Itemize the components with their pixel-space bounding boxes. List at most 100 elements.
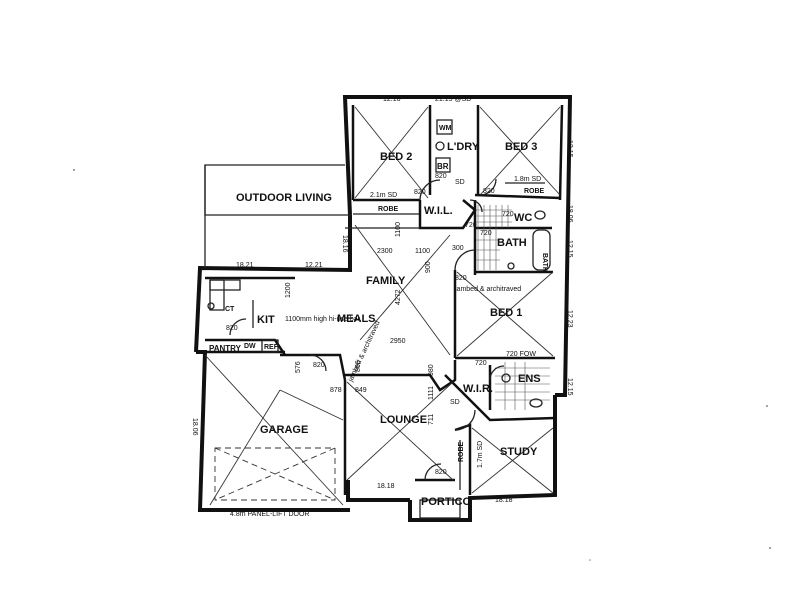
dim-576: 576 bbox=[295, 361, 302, 373]
label-garage-door: 4.8m PANEL-LIFT DOOR bbox=[230, 511, 309, 518]
dim-820-f: 820 bbox=[455, 275, 467, 282]
portico-step bbox=[419, 499, 461, 519]
cross-study-b bbox=[471, 427, 554, 494]
door-bed2 bbox=[419, 179, 441, 201]
label-jamb-note: jambed & architraved bbox=[454, 286, 521, 293]
wall-bed3-south bbox=[474, 193, 561, 200]
dim-820-c: 820 bbox=[435, 173, 447, 180]
ens-wc bbox=[501, 373, 511, 383]
dim-849: 849 bbox=[355, 387, 367, 394]
dim-711: 711 bbox=[428, 414, 435, 425]
door-swings bbox=[229, 178, 505, 481]
ens-basin bbox=[529, 398, 543, 408]
cross-garage-a bbox=[204, 354, 344, 506]
wall-lounge-south bbox=[346, 480, 410, 502]
label-bath-fixture: BATH bbox=[541, 253, 548, 272]
dim-820-a: 820 bbox=[414, 189, 426, 196]
label-family: FAMILY bbox=[366, 275, 406, 287]
sink bbox=[209, 279, 225, 311]
dim-980: 980 bbox=[428, 364, 435, 376]
dim-1215-right3: 12.15 bbox=[566, 378, 573, 396]
dim-1816-bottom2: 18.18 bbox=[495, 497, 513, 504]
wc-pan bbox=[534, 210, 546, 220]
wall-wil bbox=[418, 199, 477, 230]
dim-720-a: 720 bbox=[465, 222, 477, 229]
wall-study-south bbox=[408, 395, 557, 522]
wall-bed3-east bbox=[558, 104, 564, 201]
label-wil: W.I.L. bbox=[424, 205, 453, 217]
dim-1215-right1: 12.15 bbox=[566, 140, 573, 158]
label-robe-bed2: ROBE bbox=[378, 206, 399, 213]
door-garage bbox=[309, 354, 327, 372]
label-outdoor-living: OUTDOOR LIVING bbox=[236, 192, 332, 204]
label-lounge: LOUNGE bbox=[380, 414, 427, 426]
label-ldry: L'DRY bbox=[447, 141, 480, 153]
wall-garage bbox=[196, 350, 350, 512]
dim-1100b: 1100 bbox=[415, 248, 430, 255]
washing-machine bbox=[436, 119, 453, 135]
outdoor-living-outline bbox=[204, 164, 350, 216]
dim-300: 300 bbox=[452, 245, 464, 252]
fridge-space bbox=[261, 339, 279, 353]
fixtures bbox=[207, 119, 551, 519]
dim-1200: 1200 bbox=[285, 282, 292, 298]
door-study bbox=[454, 409, 476, 431]
wall-lounge-north bbox=[345, 360, 457, 392]
dim-720-c: 720 bbox=[480, 230, 492, 237]
label-bath: BATH bbox=[497, 237, 527, 249]
dim-720-b: 720 bbox=[502, 211, 514, 218]
cross-garage-c bbox=[279, 389, 344, 421]
dim-900: 900 bbox=[425, 261, 432, 273]
dim-720-d: 720 bbox=[475, 360, 487, 367]
scan-specks bbox=[73, 169, 771, 561]
label-kit: KIT bbox=[257, 314, 275, 326]
label-study: STUDY bbox=[500, 446, 538, 458]
cross-garage-b bbox=[209, 389, 281, 506]
dim-1216-top: 12.16 bbox=[383, 96, 401, 103]
dim-1100: 1100 bbox=[395, 222, 402, 237]
dim-866: 866 bbox=[355, 360, 362, 372]
door-entry bbox=[424, 463, 442, 481]
dim-1111: 1111 bbox=[428, 386, 435, 400]
dim-4272: 4272 bbox=[395, 289, 402, 305]
label-bed1: BED 1 bbox=[490, 307, 522, 319]
dim-820-g: 820 bbox=[435, 469, 447, 476]
door-wil bbox=[469, 199, 483, 213]
bath-basin bbox=[507, 262, 515, 270]
wall-north-wing bbox=[342, 95, 573, 397]
wall-study-west bbox=[454, 423, 472, 495]
cross-family-b bbox=[359, 234, 451, 341]
dim-1806: 18.06 bbox=[566, 205, 573, 223]
car-rect bbox=[214, 447, 336, 501]
cross-bed3-b bbox=[479, 106, 561, 196]
dim-2300: 2300 bbox=[377, 248, 393, 255]
label-br: BR bbox=[437, 162, 449, 171]
dim-820-b: 820 bbox=[483, 188, 495, 195]
outer-walls bbox=[194, 95, 573, 522]
dimension-labels: 12.16 21.15 @SD 12.15 12.15 12.15 12.23 … bbox=[191, 96, 573, 504]
interior-walls bbox=[205, 104, 564, 495]
room-crosses bbox=[204, 106, 561, 506]
dim-1821-left: 18.21 bbox=[236, 262, 254, 269]
label-meals: MEALS bbox=[337, 313, 376, 325]
bath-tub bbox=[532, 229, 551, 271]
dim-1821-mid: 12.21 bbox=[305, 262, 323, 269]
dim-820-d: 820 bbox=[226, 325, 238, 332]
wall-wir bbox=[444, 374, 556, 422]
label-wm: WM bbox=[439, 125, 452, 132]
dim-1215-right2: 12.15 bbox=[566, 240, 573, 258]
dim-820-e: 820 bbox=[313, 362, 325, 369]
dim-1806-left: 18.06 bbox=[191, 418, 198, 436]
label-wc: WC bbox=[514, 212, 532, 224]
wall-garage-north bbox=[280, 353, 347, 381]
label-fow: 720 FOW bbox=[506, 351, 536, 358]
label-pantry: PANTRY bbox=[209, 344, 242, 353]
dim-2950: 2950 bbox=[390, 338, 406, 345]
tiles-ens bbox=[495, 362, 550, 410]
car-diag-b bbox=[214, 447, 336, 501]
dim-2115: 21.15 @SD bbox=[435, 96, 471, 103]
cross-bed2-b bbox=[354, 106, 429, 199]
label-robe-bed3: ROBE bbox=[524, 188, 545, 195]
door-bed3 bbox=[479, 178, 497, 196]
